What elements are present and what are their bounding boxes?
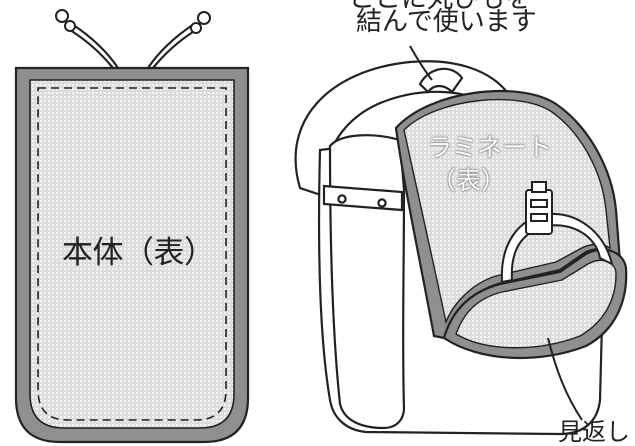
tie-note-line2: 結んで使います [356,7,537,37]
cord-knot-left-icon [55,9,76,32]
clasp-icon [500,181,614,284]
cover-cord [69,23,197,69]
body-front-label: 本体（表） [62,235,215,271]
laminate-flap-fabric [403,98,611,325]
laminate-label-line1: ラミネート [427,133,553,162]
tie-note-line1: ここに丸ひもを [349,0,531,12]
facing-label: 見返し [558,418,630,446]
cover-body-stitch [37,87,227,421]
facing-fabric [455,259,617,349]
tie-note-leader-line [409,45,433,81]
cord-knot-right-icon [190,11,211,34]
facing-leader-line [547,337,583,421]
cover-body-fabric [29,79,235,429]
laminate-label-line2: （表） [431,166,507,195]
